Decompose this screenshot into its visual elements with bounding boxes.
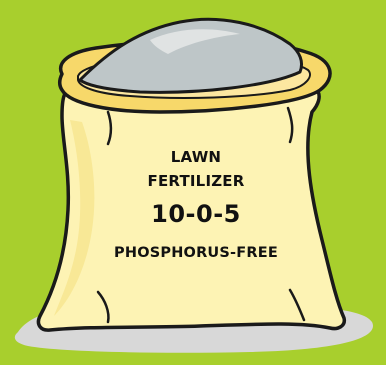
bag-fold-line — [106, 110, 113, 146]
powder-highlight — [150, 29, 240, 54]
bag-fold-line — [288, 288, 306, 322]
bag-fold-line — [96, 290, 110, 324]
label-line-lawn: LAWN — [171, 148, 221, 166]
label-npk-ratio: 10-0-5 — [151, 200, 241, 228]
label-line-fertilizer: FERTILIZER — [148, 172, 245, 190]
fertilizer-powder — [78, 17, 304, 94]
bag-fold-line — [286, 106, 294, 144]
label-line-phosphorus-free: PHOSPHORUS-FREE — [114, 245, 278, 261]
bag-shading — [54, 120, 95, 316]
